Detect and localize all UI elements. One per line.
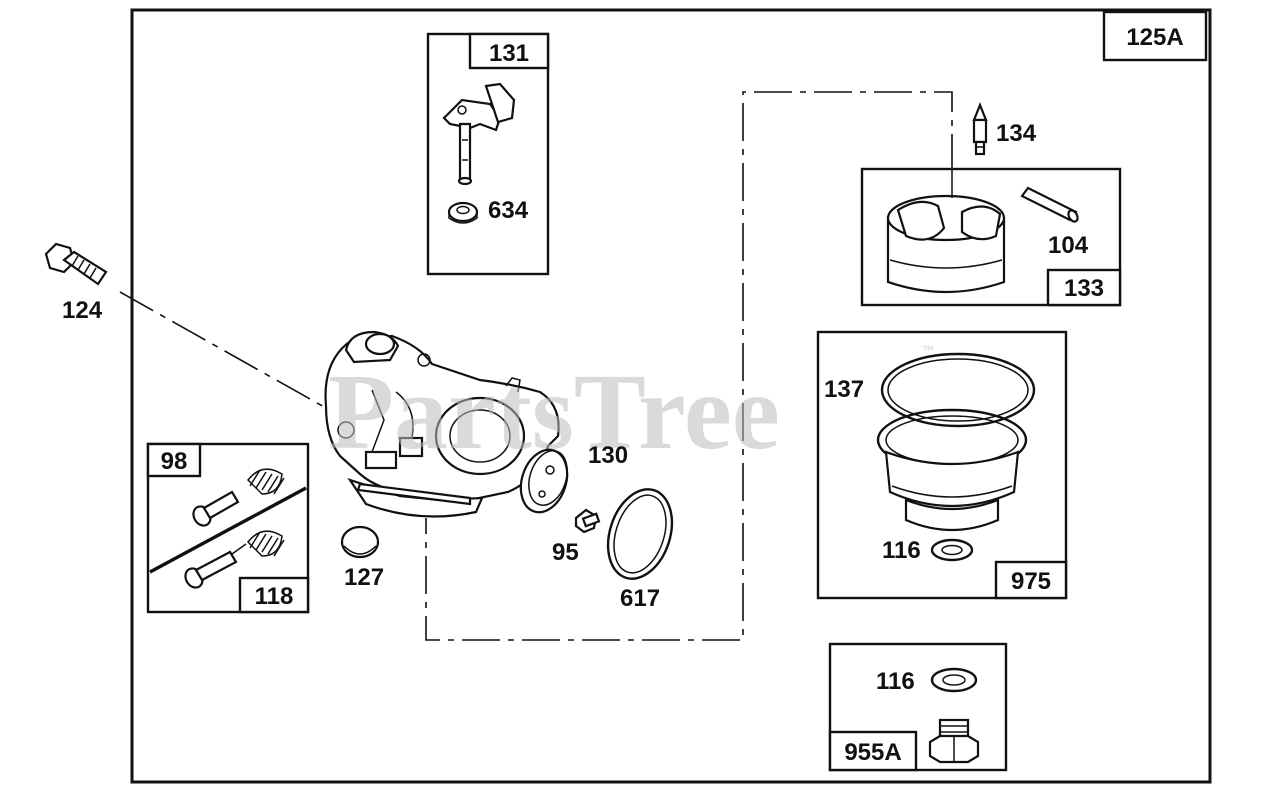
kit-975-label: 975 xyxy=(1011,568,1051,595)
screw-95-part[interactable] xyxy=(574,508,601,534)
float-pin-104-part[interactable] xyxy=(1020,186,1079,223)
plate-130-part[interactable] xyxy=(513,444,575,518)
kit-98-label: 98 xyxy=(161,448,188,475)
adjusting-screw-118-part[interactable] xyxy=(182,543,247,591)
part-634-label: 634 xyxy=(488,197,529,224)
gasket-617-part[interactable] xyxy=(597,481,682,587)
washer-116b-part[interactable] xyxy=(930,667,978,693)
kit-955a-label: 955A xyxy=(844,739,901,766)
carburetor-body-part[interactable] xyxy=(324,330,560,518)
o-ring-137-part[interactable] xyxy=(880,352,1036,428)
washer-634-part[interactable] xyxy=(447,201,479,224)
spring-118-part[interactable] xyxy=(247,530,285,557)
screw-124-part[interactable] xyxy=(44,242,108,286)
part-116-label-a: 116 xyxy=(882,537,921,564)
float-bowl-part[interactable] xyxy=(876,408,1028,532)
kit-98-118-box[interactable]: 98 118 xyxy=(146,442,310,614)
adjusting-screw-98-part[interactable] xyxy=(190,490,240,529)
kit-975-box[interactable]: 975 xyxy=(816,330,1068,600)
part-134-label: 134 xyxy=(996,120,1037,147)
spring-98-part[interactable] xyxy=(247,468,285,495)
bowl-nut-part[interactable] xyxy=(928,718,980,764)
part-124-label: 124 xyxy=(62,297,103,324)
plug-127-part[interactable] xyxy=(340,525,380,559)
part-137-label: 137 xyxy=(824,376,864,403)
assembly-connector-line xyxy=(425,91,953,641)
screw-124-leader xyxy=(119,291,327,409)
diagram-frame xyxy=(130,8,1212,784)
part-617-label: 617 xyxy=(620,585,660,612)
kit-131-box[interactable]: 131 xyxy=(426,32,550,276)
kit-133-box[interactable]: 133 xyxy=(860,167,1122,307)
watermark-trademark: ™ xyxy=(922,343,934,357)
kit-118-label: 118 xyxy=(255,583,294,610)
assembly-label-box: 125A xyxy=(1102,10,1208,62)
choke-shaft-part[interactable] xyxy=(442,82,516,186)
part-127-label: 127 xyxy=(344,564,384,591)
kit-133-label: 133 xyxy=(1064,275,1104,302)
needle-134-part[interactable] xyxy=(972,102,988,156)
part-95-label: 95 xyxy=(552,539,579,566)
washer-116a-part[interactable] xyxy=(930,538,974,562)
kit-131-label: 131 xyxy=(489,40,529,67)
part-104-label: 104 xyxy=(1048,232,1089,259)
assembly-label: 125A xyxy=(1126,24,1183,51)
kit-955a-box[interactable]: 955A xyxy=(828,642,1008,772)
float-part[interactable] xyxy=(886,172,1006,294)
part-116-label-b: 116 xyxy=(876,668,915,695)
part-130-label: 130 xyxy=(588,442,628,469)
